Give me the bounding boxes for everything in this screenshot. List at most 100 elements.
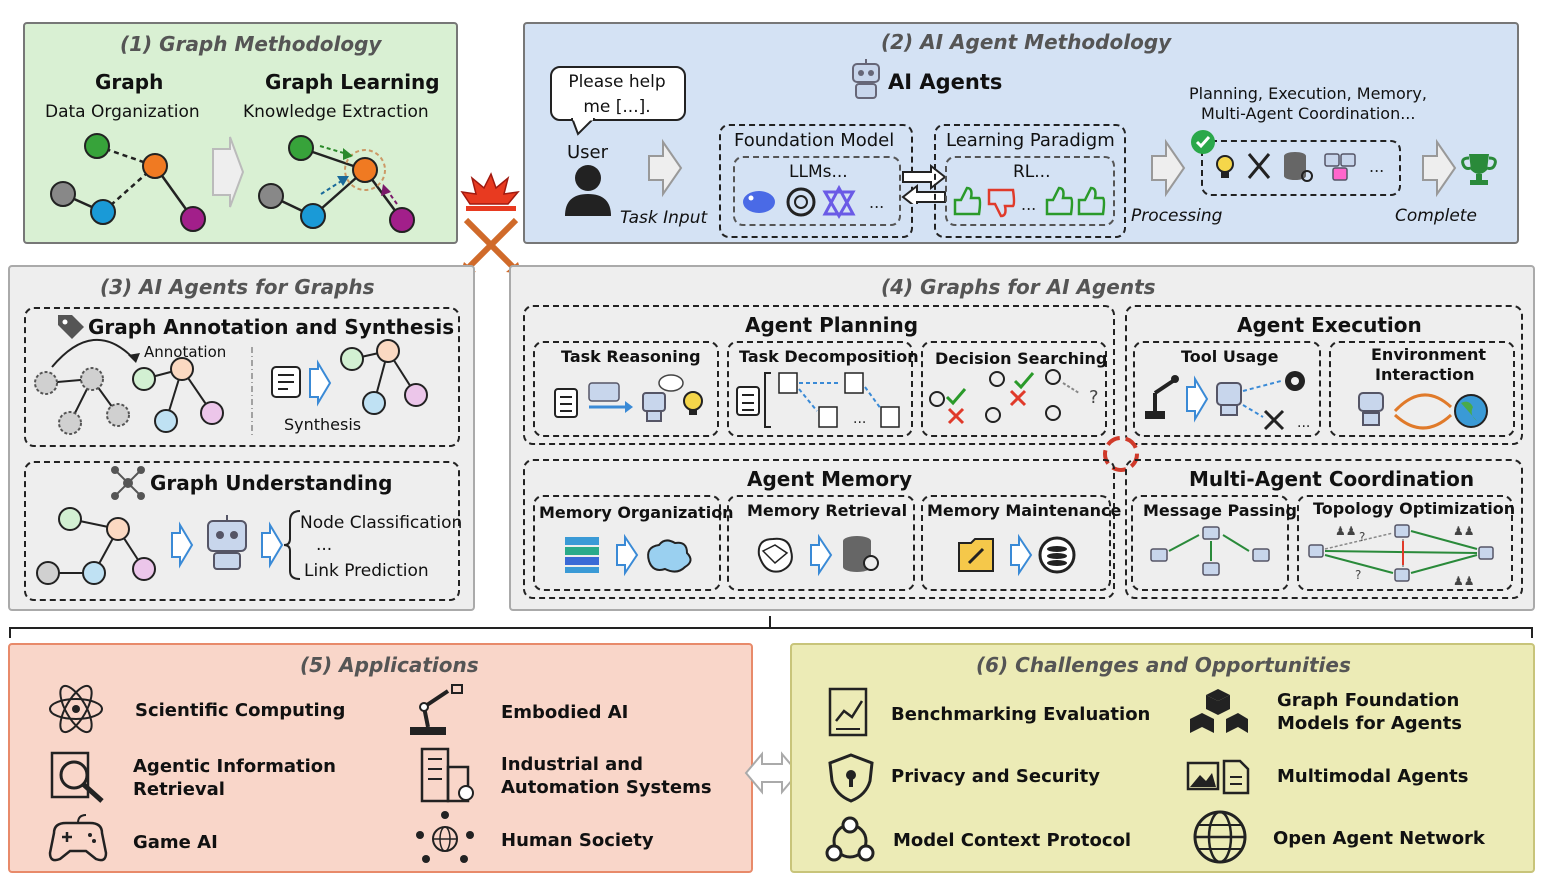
annotation-label: Annotation [144,343,227,361]
agent-planning-box [523,305,1115,445]
application-item: Game AI [133,832,218,853]
annotation-box [24,307,460,447]
task-reasoning-box [533,341,719,437]
svg-text:...: ... [869,193,884,212]
panel-title: (1) Graph Methodology [120,32,382,56]
understanding-box [24,461,460,601]
understanding-diagram [36,507,301,585]
task-decomposition-icons: ... [736,372,900,428]
cubes-icon [1190,689,1248,733]
topology-optimization-label: Topology Optimization [1313,499,1516,518]
bracket [9,616,1533,638]
arrow-icon [648,138,683,198]
application-item: Scientific Computing [135,700,346,721]
processing-label: Processing [1131,206,1223,226]
annotation-graphs [34,338,428,437]
process-icons: ... [1216,152,1384,182]
panel-graph-methodology: (1) Graph Methodology Graph Data Organiz… [23,22,458,244]
challenge-item: Multimodal Agents [1277,766,1469,787]
graph-label: Graph [95,70,164,94]
svg-text:?: ? [1089,387,1099,408]
graph-learning-label: Graph Learning [265,70,440,94]
agent-execution-box [1125,305,1523,445]
svg-text:...: ... [853,411,866,427]
environment-interaction-label-1: Environment [1371,345,1487,364]
topology-optimization-box [1297,495,1513,591]
synthesis-label: Synthesis [284,415,362,434]
memory-organization-icons [565,533,692,577]
search-document-icon [50,751,104,803]
network-icon [111,466,145,500]
cycle-icon [1103,436,1139,472]
task-decomposition-box [727,341,913,437]
clipboard-chart-icon [828,687,868,737]
svg-text:♟♟: ♟♟ [1453,524,1475,538]
llm-logo-icons: ... [743,184,884,219]
decision-searching-box [921,341,1107,437]
agent-memory-title: Agent Memory [747,467,913,491]
challenge-item: Open Agent Network [1273,828,1485,849]
understanding-title: Graph Understanding [150,471,393,495]
node-classification-label: Node Classification [300,513,463,533]
check-icon [1191,130,1215,154]
memory-organization-box [533,495,721,591]
decision-searching-label: Decision Searching [935,349,1108,368]
task-reasoning-label: Task Reasoning [561,347,701,366]
rl-inner-box [945,156,1115,226]
rl-label: RL... [1013,162,1051,182]
memory-organization-label: Memory Organization [539,503,734,522]
panel-graphs-for-ai-agents: (4) Graphs for AI Agents Agent Planning … [509,265,1535,611]
environment-interaction-box [1329,341,1515,437]
task-input-label: Task Input [620,208,708,228]
robot-icon [852,59,880,99]
panel-ai-agent-methodology: (2) AI Agent Methodology Please help me … [523,22,1519,244]
llm-inner-box [733,156,901,226]
panel-title: (5) Applications [300,653,479,677]
decision-searching-icons: ? [929,369,1099,425]
user-icon [565,165,611,216]
challenge-item: Benchmarking Evaluation [891,704,1151,725]
graph-sub-label: Data Organization [45,102,200,122]
panel-applications: (5) Applications Scientific Computing Em… [8,643,753,873]
graph-diagrams [50,133,415,233]
application-item: Human Society [501,830,654,851]
panel-title: (4) Graphs for AI Agents [881,275,1156,299]
tool-usage-icons: ... [1145,371,1310,431]
shield-icon [828,753,874,803]
environment-interaction-label-2: Interaction [1375,365,1475,384]
message-passing-icons [1150,526,1270,576]
svg-text:?: ? [1355,568,1361,582]
tool-usage-box [1133,341,1321,437]
memory-retrieval-box [727,495,915,591]
agent-planning-title: Agent Planning [745,313,919,337]
globe-icon [1193,810,1247,864]
panel-title: (6) Challenges and Opportunities [976,653,1351,677]
ai-agents-label: AI Agents [888,70,1003,94]
image-document-icon [1186,759,1250,795]
svg-text:♟♟: ♟♟ [1453,574,1475,587]
multi-agent-title: Multi-Agent Coordination [1189,467,1475,491]
annotation-title: Graph Annotation and Synthesis [88,315,455,339]
svg-text:♟♟: ♟♟ [1335,524,1357,538]
processing-box [1201,140,1401,196]
application-item: Industrial and Automation Systems [501,754,712,798]
conflict-icon [460,172,522,274]
protocol-icon [825,816,875,862]
panel-title: (3) AI Agents for Graphs [100,275,375,299]
message-passing-box [1131,495,1289,591]
graph-learning-sub-label: Knowledge Extraction [243,102,429,122]
feedback-icons: ... [953,186,1106,218]
memory-maintenance-label: Memory Maintenance [927,501,1122,520]
foundation-model-label: Foundation Model [734,130,895,151]
panel-title: (2) AI Agent Methodology [881,30,1172,54]
svg-text:...: ... [1297,415,1310,431]
bubble-text: Please help me [...]. [568,72,666,117]
learning-paradigm-label: Learning Paradigm [946,130,1115,151]
learning-paradigm-box [934,124,1126,238]
application-item: Agentic Information Retrieval [133,756,336,800]
svg-text:?: ? [1359,530,1365,544]
application-item: Embodied AI [501,702,629,723]
agent-execution-title: Agent Execution [1237,313,1422,337]
arrow-icon [1422,138,1457,198]
challenge-item: Privacy and Security [891,766,1100,787]
